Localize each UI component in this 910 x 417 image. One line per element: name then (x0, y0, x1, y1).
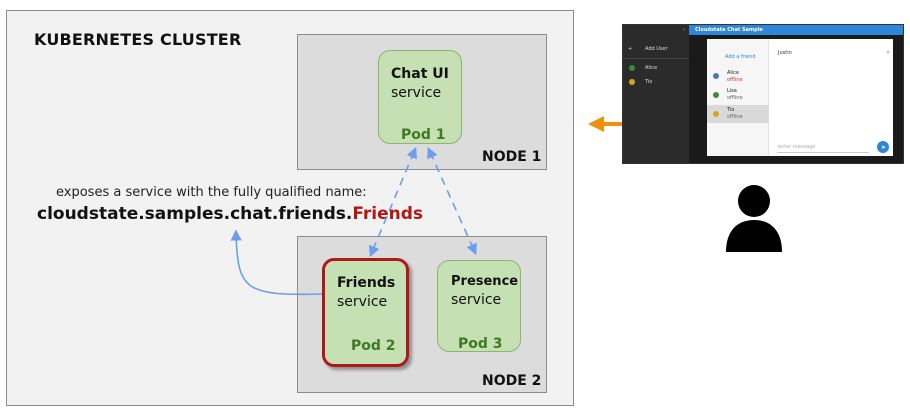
node-2-label: NODE 2 (482, 373, 542, 389)
user-icon (726, 185, 782, 252)
chat-ui-service-name: Chat UI (391, 66, 449, 82)
friend-name[interactable]: Tio (727, 107, 735, 113)
send-icon: ➤ (881, 144, 887, 151)
presence-pod (437, 260, 521, 352)
pod-1-label: Pod 1 (401, 127, 446, 143)
exposes-caption: exposes a service with the fully qualifi… (56, 185, 367, 200)
friend-status: offline (727, 95, 743, 101)
presence-service-name: Presence (451, 274, 519, 289)
friend-avatar-icon (713, 73, 719, 79)
friend-status: offline (727, 114, 743, 120)
friends-pod (322, 258, 409, 367)
chat-ui-pod (378, 50, 462, 144)
app-title: Cloudstate Chat Sample (695, 27, 763, 33)
message-input-underline (777, 152, 869, 153)
message-input[interactable]: enter message (778, 144, 816, 150)
chat-with-name: Justin (778, 50, 792, 56)
chat-ui-service-label: service (391, 85, 442, 101)
friends-service-label: service (337, 294, 388, 310)
arrow-pod1-pod3 (427, 146, 477, 256)
friend-avatar-icon (713, 111, 719, 117)
pod-3-label: Pod 3 (458, 336, 503, 352)
selected-friend-row[interactable] (707, 105, 769, 123)
fqn-prefix: cloudstate.samples.chat.friends. (37, 204, 353, 224)
add-user-button[interactable]: Add User (645, 46, 668, 52)
app-header: Cloudstate Chat Sample (689, 25, 903, 35)
friend-name[interactable]: Alice (727, 70, 740, 76)
arrow-friends-exposes (230, 229, 323, 296)
add-friend-link[interactable]: Add a friend (725, 54, 756, 60)
sidebar-user-alice[interactable]: Alice (645, 65, 658, 71)
sidebar-user-tio[interactable]: Tio (645, 79, 653, 85)
pod-2-label: Pod 2 (351, 338, 396, 354)
friend-status: offline (727, 77, 743, 83)
friends-service-name: Friends (337, 275, 396, 291)
close-icon[interactable]: × (886, 50, 891, 56)
user-avatar-icon (629, 65, 635, 71)
node-1-label: NODE 1 (482, 149, 542, 165)
presence-service-label: service (451, 292, 502, 308)
user-avatar-icon (629, 79, 635, 85)
friend-name[interactable]: Lisa (727, 88, 737, 94)
add-user-icon: + (628, 46, 633, 52)
friend-avatar-icon (713, 92, 719, 98)
cluster-title: KUBERNETES CLUSTER (34, 30, 242, 49)
app-sidebar (623, 25, 689, 163)
chat-app-screenshot: ‹ + Add User Alice Tio Cloudstate Chat S… (622, 24, 904, 164)
sidebar-collapse-icon: ‹ (683, 27, 685, 33)
arrow-pod1-pod2 (369, 146, 417, 258)
send-button[interactable] (877, 141, 889, 153)
sidebar-divider (623, 58, 689, 59)
